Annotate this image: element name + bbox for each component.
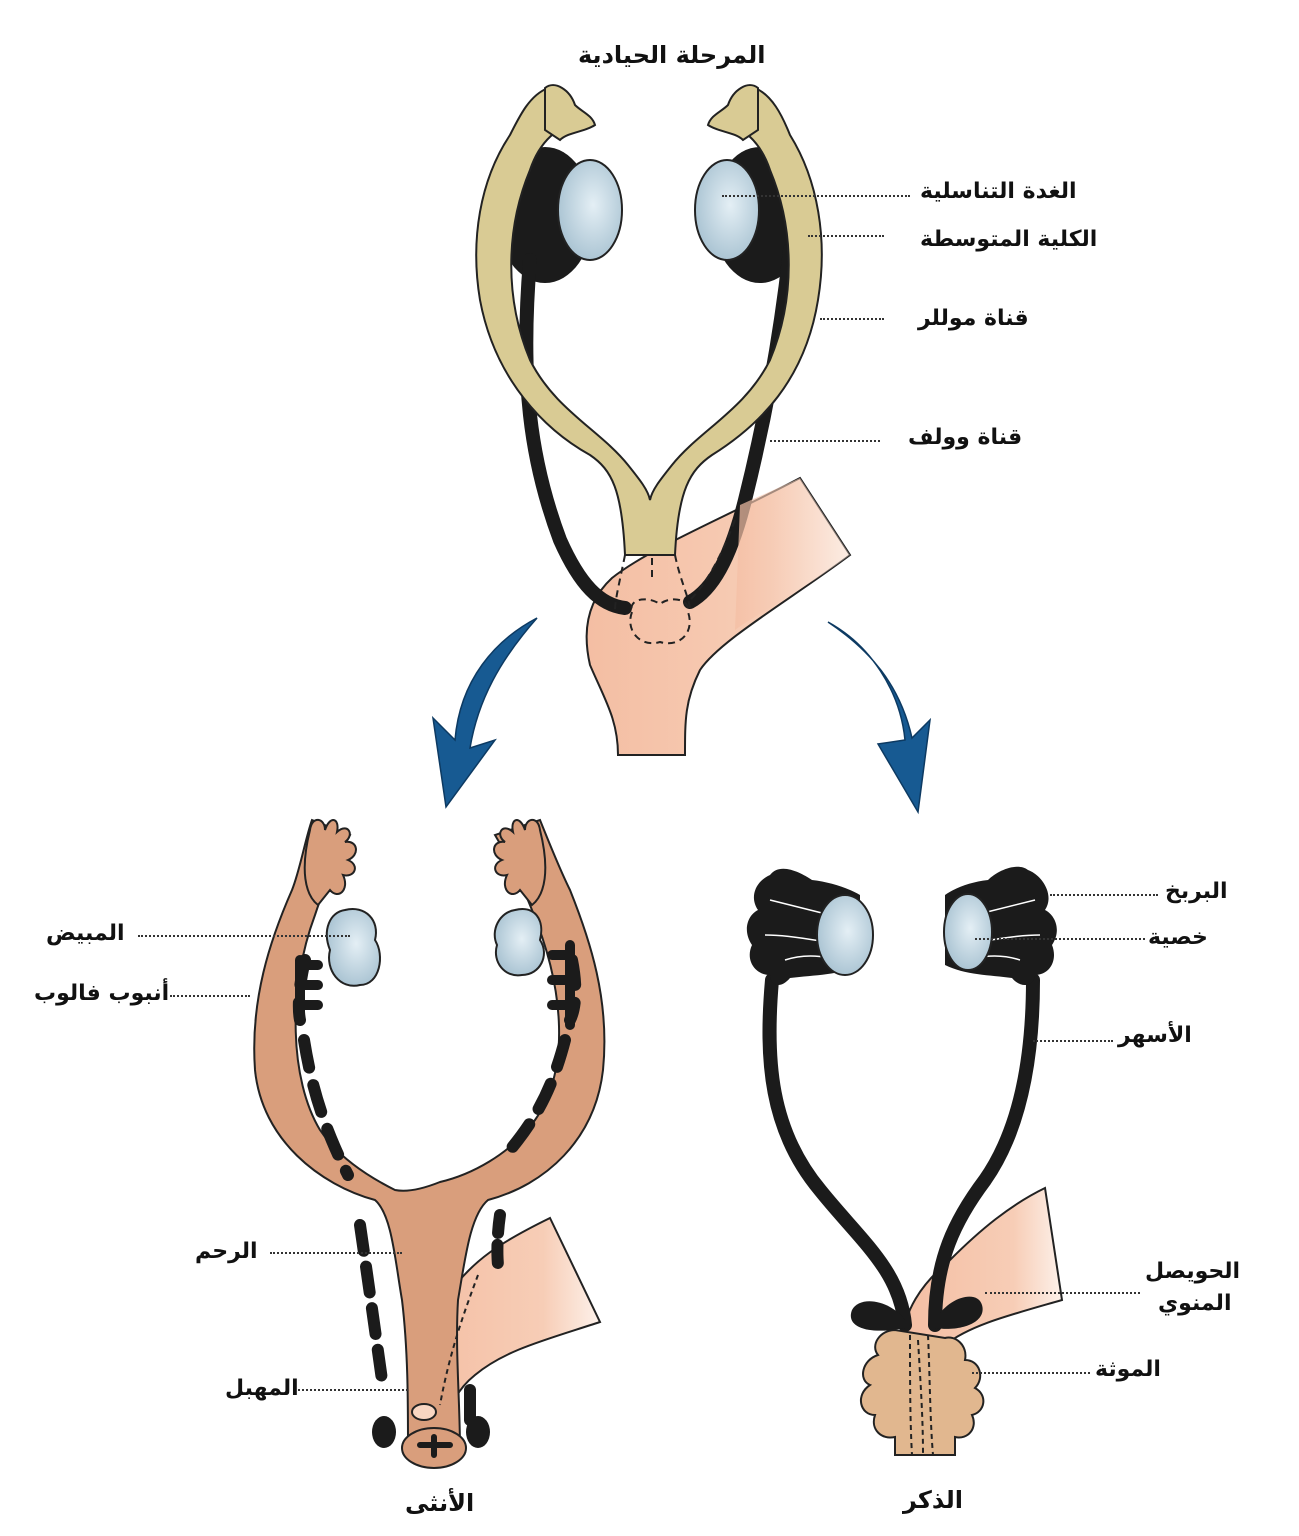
male-system: [746, 866, 1064, 1456]
label-male: الذكر: [903, 1486, 963, 1514]
female-system: [253, 818, 606, 1469]
epoophoron-left: [295, 955, 323, 1025]
gonad-left: [557, 159, 623, 261]
label-vagina: المهبل: [225, 1376, 299, 1401]
leader-vas: [1033, 1040, 1113, 1042]
ovary-right: [493, 908, 545, 977]
label-wolffian-duct: قناة وولف: [908, 425, 1023, 450]
uterus-tubes: [253, 818, 606, 1451]
label-female: الأنثى: [405, 1489, 475, 1517]
prostate: [860, 1328, 985, 1456]
testis-left: [816, 894, 874, 976]
vagina-lumen: [417, 1434, 453, 1458]
seminal-vesicle-left: [850, 1301, 905, 1331]
gartner-cyst-left: [372, 1416, 396, 1448]
arrow-to-male: [827, 621, 932, 815]
sinus-dashed: [614, 519, 736, 645]
label-ovary: المبيض: [46, 921, 125, 946]
testis-right: [943, 893, 993, 971]
bladder-overlap: [735, 478, 850, 630]
diagram-title: المرحلة الحيادية: [578, 41, 766, 69]
leader-ovary: [138, 935, 350, 937]
urethra-dashed: [439, 1274, 479, 1406]
wolffian-duct-left: [519, 253, 632, 615]
leader-mullerian: [820, 318, 884, 320]
leader-prostate: [972, 1372, 1090, 1374]
vas-deferens-left: [762, 973, 912, 1332]
ejaculatory-ducts: [909, 1334, 934, 1456]
label-uterus: الرحم: [195, 1239, 258, 1264]
fimbriae-right: [493, 818, 547, 907]
label-epididymis: البربخ: [1165, 879, 1228, 904]
epoophoron-right: [547, 940, 575, 1030]
leader-seminal: [985, 1292, 1140, 1294]
leader-vagina: [298, 1389, 408, 1391]
label-seminal-vesicle-1: الحويصل: [1145, 1259, 1241, 1284]
mullerian-knob-right: [706, 84, 759, 142]
arrow-to-female: [431, 617, 538, 809]
leader-epididymis: [1050, 894, 1158, 896]
vas-deferens-right: [928, 973, 1040, 1332]
seminal-vesicle-right: [935, 1296, 983, 1329]
leader-uterus: [270, 1252, 402, 1254]
leader-fallopian: [170, 995, 250, 997]
label-vas-deferens: الأسهر: [1118, 1023, 1192, 1048]
gonad-right: [694, 159, 760, 261]
mullerian-knob-left: [544, 84, 597, 142]
label-seminal-vesicle-2: المنوي: [1158, 1291, 1232, 1316]
leader-wolffian: [770, 440, 880, 442]
urethra-opening: [411, 1403, 437, 1421]
label-testis: خصية: [1148, 925, 1208, 950]
indifferent-stage: [475, 84, 852, 756]
ovary-left: [325, 908, 381, 987]
male-bladder: [898, 1186, 1064, 1346]
label-mesonephros: الكلية المتوسطة: [920, 227, 1098, 252]
leader-mesonephros: [808, 235, 884, 237]
wolffian-duct-right: [683, 243, 797, 609]
label-gonad: الغدة التناسلية: [920, 179, 1077, 204]
label-mullerian-duct: قناة موللر: [918, 306, 1029, 331]
fimbriae-left: [303, 818, 357, 907]
gartner-cyst-right: [466, 1416, 490, 1448]
label-prostate: الموثة: [1095, 1357, 1161, 1382]
leader-testis: [975, 938, 1145, 940]
leader-gonad: [722, 195, 910, 197]
label-fallopian-tube: أنبوب فالوب: [34, 981, 170, 1006]
